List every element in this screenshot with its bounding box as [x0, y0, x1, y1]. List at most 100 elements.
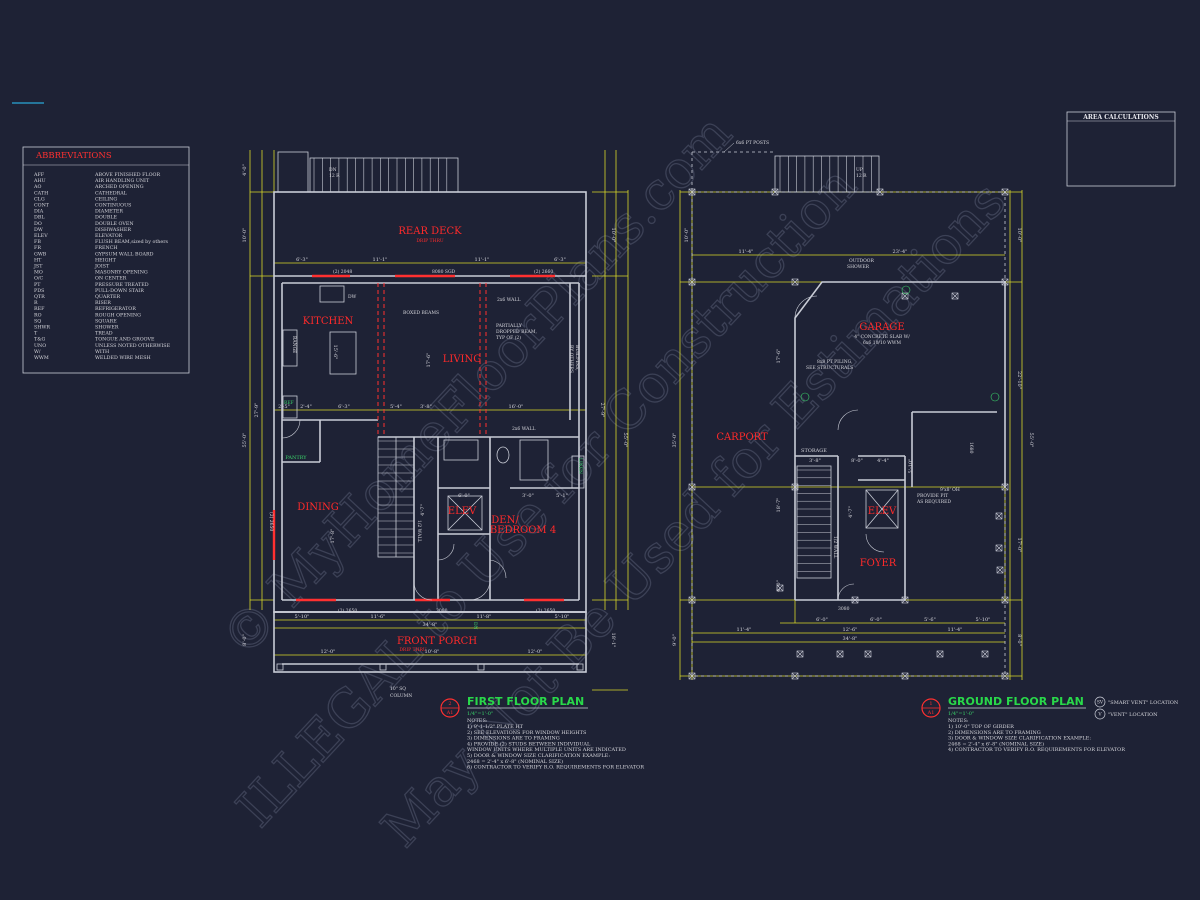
- abbreviation-meaning: MASONRY OPENING: [95, 270, 148, 276]
- label-sgd: 8080 SGD: [432, 269, 456, 275]
- abbreviation-code: DBL: [34, 215, 45, 221]
- abbreviation-meaning: CEILING: [95, 196, 117, 202]
- vent-legend-text: "SMART VENT" LOCATION: [1108, 700, 1179, 706]
- abbreviation-meaning: AIR HANDLING UNIT: [94, 178, 150, 184]
- ground-floor-annotations: 6x6 PT POSTS UP 12 R OUTDOOR SHOWER 8x8 …: [723, 140, 974, 612]
- gdim-s1: 3'-8": [809, 458, 821, 464]
- dim-width-total: 34'-8": [423, 622, 438, 628]
- dim-right-2: 27'-9": [599, 403, 605, 418]
- note-line: 1) 10'-0" TOP OF GIRDER: [948, 723, 1014, 730]
- vanity: [443, 439, 479, 461]
- dim-porch-h: 8'-0": [242, 634, 248, 646]
- abbreviation-meaning: RISER: [95, 300, 111, 306]
- post-marker: [796, 650, 804, 658]
- post-marker: [776, 584, 784, 592]
- abbreviation-meaning: WITH: [95, 349, 109, 355]
- post-marker: [791, 672, 799, 680]
- first-floor-badge-top: 2: [448, 701, 451, 707]
- gdim-s3: 4'-4": [877, 458, 889, 464]
- abbreviation-code: GWB: [34, 251, 47, 257]
- dim-right-total: 55'-0": [622, 433, 628, 448]
- post-marker: [688, 596, 696, 604]
- first-floor-door-swings: [281, 419, 507, 601]
- label-linen: LINEN: [577, 458, 583, 474]
- dim-d4: 5'-4": [390, 404, 402, 410]
- first-floor-windows: [272, 274, 564, 602]
- ground-floor-title-block: 1 A1 GROUND FLOOR PLAN 1/4"=1'-0" NOTES:…: [921, 695, 1179, 753]
- dim-b2: 11'-6": [371, 614, 386, 620]
- label-piling-2: SEE STRUCTURALS: [806, 365, 853, 371]
- note-line: 2468 = 2'-4" x 6'-8" (NOMINAL SIZE): [467, 758, 563, 765]
- abbreviation-meaning: JOIST: [94, 264, 110, 270]
- dim-den-w: 6'-0": [458, 493, 470, 499]
- range: [282, 329, 298, 367]
- abbreviation-code: T&G: [34, 337, 45, 343]
- note-line: 3) DIMENSIONS ARE TO FRAMING: [467, 735, 560, 742]
- post-marker: [995, 512, 1003, 520]
- ground-floor-posts: [688, 188, 1009, 680]
- dim-dining: 17'-8": [330, 529, 336, 544]
- dim-b1: 5'-10": [295, 614, 310, 620]
- post-marker: [936, 650, 944, 658]
- room-garage-sub-1: 4" CONCRETE SLAB W/: [854, 334, 910, 340]
- abbreviation-code: REF: [34, 306, 45, 312]
- ground-floor-notes-title: NOTES:: [948, 718, 969, 724]
- abbreviation-code: W/: [34, 349, 41, 355]
- ground-floor-badge-top: 1: [929, 701, 932, 707]
- gdim-b2: 6'-0": [870, 617, 882, 623]
- room-storage: STORAGE: [801, 448, 827, 454]
- abbreviation-meaning: UNLESS NOTED OTHERWISE: [95, 343, 171, 349]
- label-oh-door: 9'x8' OH: [940, 487, 960, 493]
- abbreviation-meaning: CONTINUOUS: [95, 203, 131, 209]
- abbreviation-code: FR: [34, 245, 41, 251]
- note-line: 2) SEE ELEVATIONS FOR WINDOW HEIGHTS: [467, 729, 587, 736]
- abbreviation-code: DIA: [34, 209, 44, 215]
- first-floor-badge-bottom: A1: [446, 710, 454, 716]
- abbreviation-code: T: [34, 331, 38, 337]
- label-door-2650-right: (2) 2650: [536, 607, 555, 614]
- dim-d6: 16'-0": [509, 404, 524, 410]
- dim-p2: 10'-8": [425, 649, 440, 655]
- label-door-3080: 3080: [436, 608, 448, 614]
- label-piling-1: 8x8 PT PILING,: [817, 359, 853, 365]
- abbreviation-meaning: PULL-DOWN STAIR: [95, 288, 144, 294]
- abbreviation-code: CLG: [34, 196, 45, 202]
- label-outdoor-1: OUTDOOR: [849, 258, 874, 264]
- abbreviation-code: PDS: [34, 288, 44, 294]
- dim-right-1: 10'-0": [610, 228, 616, 243]
- gdim-right-5: 8'-0": [1016, 634, 1022, 646]
- dim-height-deck: 10'-0": [242, 228, 248, 243]
- ground-floor-room-labels: GARAGE 4" CONCRETE SLAB W/ 6x6 10/10 WWM…: [716, 322, 910, 569]
- dim-d3: 6'-3": [338, 404, 350, 410]
- first-floor-elevator-shaft: [447, 495, 483, 531]
- post-marker: [981, 650, 989, 658]
- gdim-g3: 4'-0": [776, 580, 782, 592]
- abbreviation-code: AFF: [33, 172, 45, 178]
- dim-b3: 11'-8": [477, 614, 492, 620]
- note-line: 4) CONTRACTOR TO VERIFY R.O. REQUIREMENT…: [948, 746, 1125, 753]
- label-dw: DW: [348, 294, 357, 300]
- abbreviation-meaning: ELEVATOR: [95, 233, 123, 239]
- abbreviation-meaning: QUARTER: [95, 294, 121, 300]
- abbreviation-code: MO: [34, 270, 43, 276]
- label-built-ins: BUILT-INS,: [574, 345, 580, 371]
- post-marker: [901, 596, 909, 604]
- kitchen-island: [329, 331, 357, 375]
- label-ground-door-3080: 3080: [838, 606, 850, 612]
- first-floor-scale: 1/4"=1'-0": [467, 711, 493, 717]
- label-boxed-beams: BOXED BEAMS: [403, 310, 439, 316]
- post-marker: [791, 278, 799, 286]
- abbreviation-code: HT: [34, 257, 42, 263]
- porch-columns: [276, 663, 584, 671]
- post-marker: [771, 188, 779, 196]
- post-marker: [1001, 278, 1009, 286]
- post-marker: [688, 278, 696, 286]
- room-pantry: PANTRY: [285, 455, 307, 461]
- kitchen-fixtures: [282, 285, 585, 531]
- label-posts: 6x6 PT POSTS: [736, 140, 769, 146]
- label-partial-beam-1: PARTIALLY: [496, 323, 523, 329]
- ground-floor-exterior-stair-treads: [779, 156, 872, 192]
- gdim-top-left: 11'-4": [739, 249, 754, 255]
